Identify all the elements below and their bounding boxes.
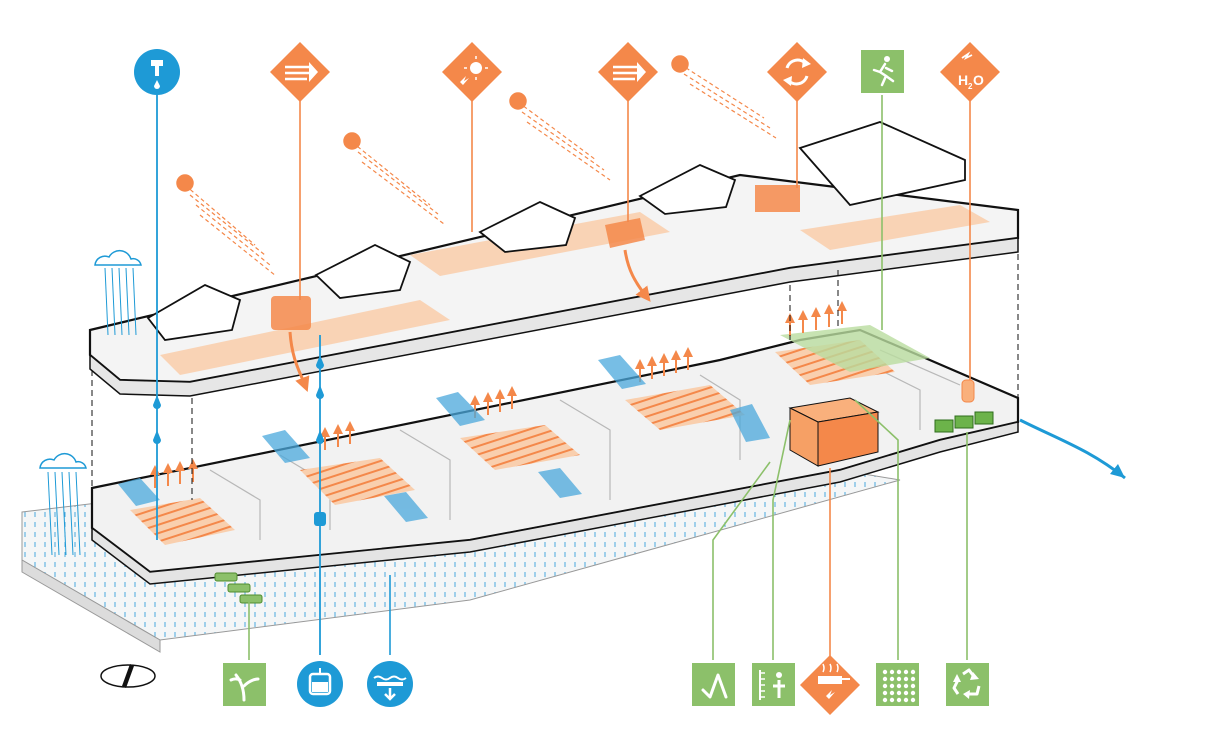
- solar-ventilation-icon: [270, 42, 330, 102]
- heat-recovery-unit-1: [271, 296, 311, 330]
- solar-power-icon: [442, 42, 502, 102]
- ergonomic-height-icon: [752, 663, 795, 706]
- recycling-icon: [946, 663, 989, 706]
- running-person-icon: [861, 50, 904, 93]
- plant-icon: [223, 663, 266, 706]
- bottom-icons: [223, 655, 989, 715]
- rain-tank: [314, 512, 326, 526]
- sun-1: [177, 175, 193, 191]
- rainwater-outflow: [1020, 420, 1125, 478]
- sun-2: [344, 133, 360, 149]
- hot-water-icon: H 2 O: [940, 42, 1000, 102]
- top-icons: H 2 O: [134, 42, 1000, 102]
- electric-cooking-icon: [800, 655, 860, 715]
- rainwater-outflow-arrowhead: [1110, 464, 1125, 478]
- water-tap-icon: [134, 49, 180, 95]
- daylight-angle-icon: [692, 663, 735, 706]
- stormwater-icon: [367, 661, 413, 707]
- heat-recovery-unit-3: [755, 185, 800, 212]
- sun-3: [510, 93, 526, 109]
- acoustic-panel-icon: [876, 663, 919, 706]
- h2o-h: H: [958, 72, 968, 88]
- sun-4: [672, 56, 688, 72]
- water-tank-icon: [297, 661, 343, 707]
- north-arrow: [101, 664, 155, 688]
- hot-water-tank: [962, 380, 974, 402]
- recycle-air-icon: [767, 42, 827, 102]
- h2o-o: O: [973, 72, 984, 88]
- solar-ventilation-icon-2: [598, 42, 658, 102]
